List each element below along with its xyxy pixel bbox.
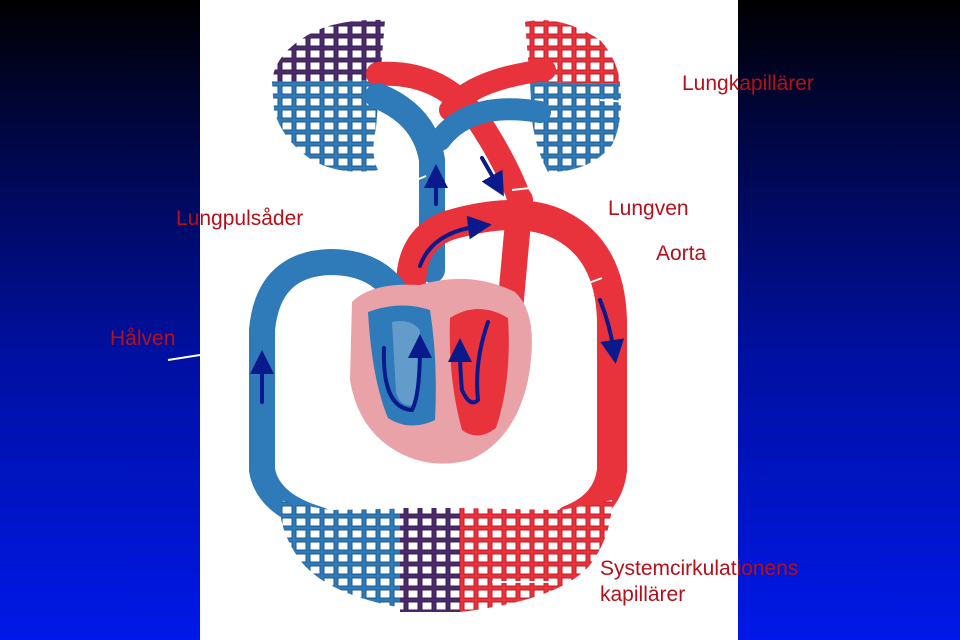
flow-arrow-icon	[250, 156, 625, 413]
leader-line-lungven	[511, 187, 531, 191]
leader-lines	[167, 99, 629, 583]
label-systemic-capillaries: Systemcirkulationens kapillärer	[600, 556, 798, 608]
systemic-capillaries	[279, 500, 612, 612]
left-lung	[272, 19, 385, 172]
pulmonary-artery	[365, 83, 551, 283]
label-aorta: Aorta	[656, 242, 707, 265]
vena-cava-vessel	[249, 248, 413, 533]
label-halven: Hålven	[110, 327, 176, 350]
leader-line-lungkapillarer	[599, 99, 629, 103]
label-lungven: Lungven	[608, 197, 689, 220]
leader-line-halven	[167, 354, 201, 361]
label-systemic-capillaries-line1: Systemcirkulationens	[600, 557, 799, 580]
label-lungkapillarer: Lungkapillärer	[682, 72, 814, 95]
leader-line-aorta	[585, 277, 603, 285]
label-lungpulsader: Lungpulsåder	[176, 207, 304, 230]
leader-line-lungpulsader	[413, 175, 427, 182]
label-systemic-capillaries-line2: kapillärer	[600, 583, 686, 606]
